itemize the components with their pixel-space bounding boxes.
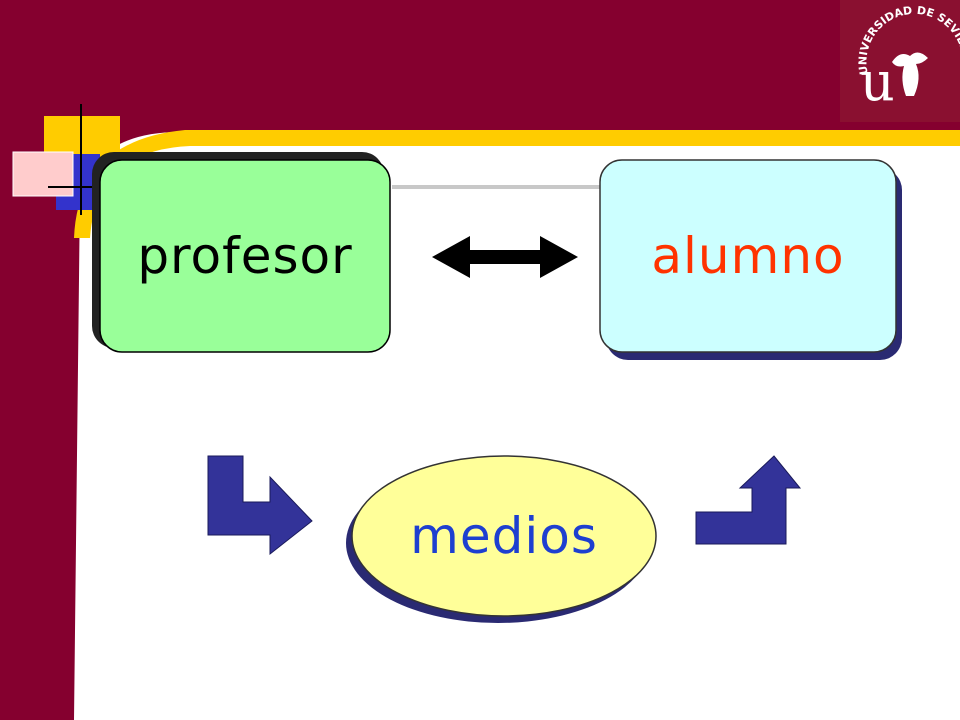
medios-ellipse — [346, 455, 657, 623]
logo-monogram: u — [860, 50, 895, 113]
alumno-box — [599, 159, 902, 360]
gold-swoosh — [74, 130, 960, 238]
deco-square-pink — [12, 151, 74, 197]
logo-eagle-icon — [892, 52, 928, 96]
medios-label: medios — [410, 507, 598, 565]
alumno-label: alumno — [651, 227, 845, 285]
down-right-arrow-icon — [207, 455, 313, 556]
profesor-label: profesor — [137, 227, 353, 285]
grey-rule — [392, 185, 602, 189]
double-arrow-icon — [432, 236, 578, 278]
profesor-box — [92, 152, 391, 353]
right-up-arrow-icon — [695, 455, 802, 545]
